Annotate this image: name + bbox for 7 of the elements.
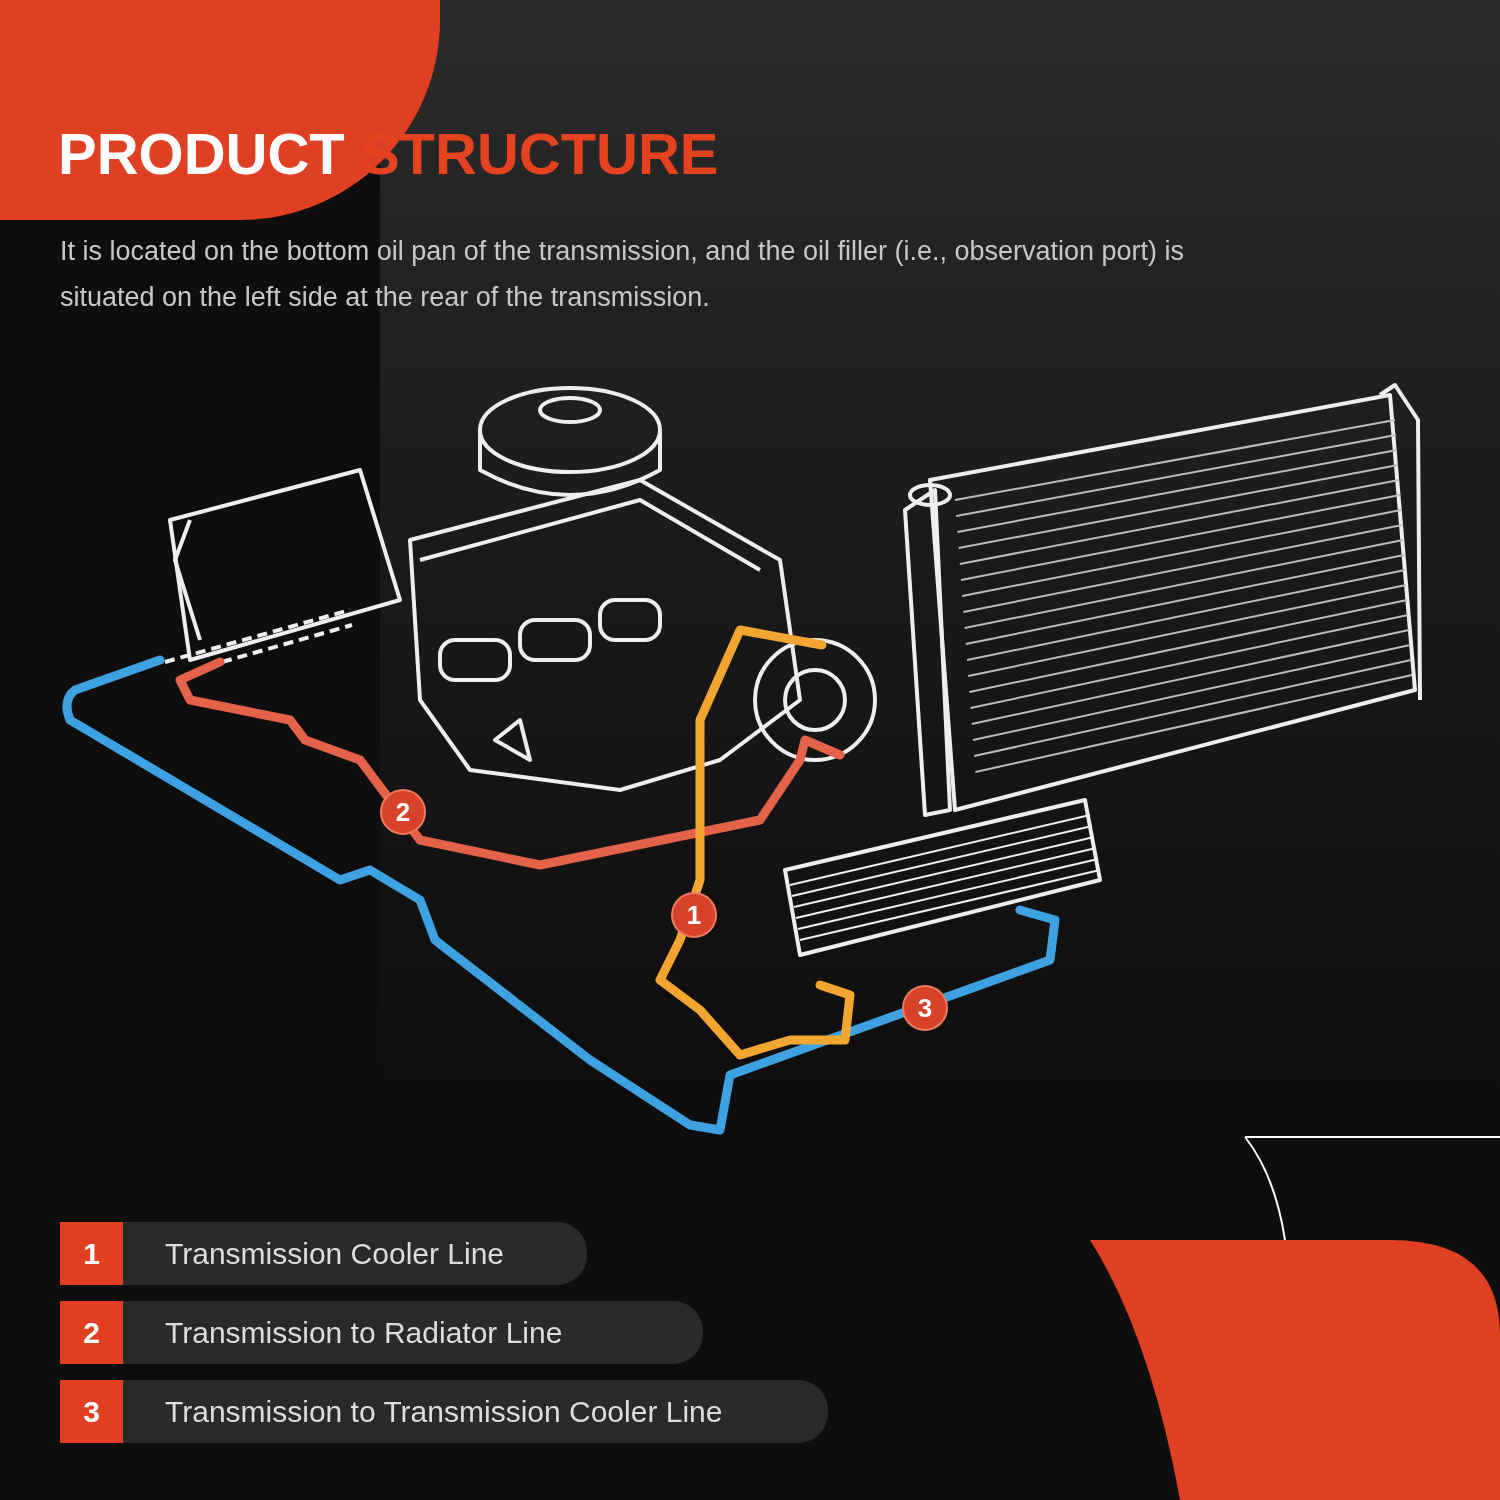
legend-text: Transmission to Radiator Line [165,1315,563,1351]
number-badge: 2 [60,1301,123,1364]
number-badge: 3 [60,1380,123,1443]
legend-text: Transmission to Transmission Cooler Line [165,1394,723,1430]
number-badge: 1 [60,1222,123,1285]
description-text: It is located on the bottom oil pan of the transmission, and the oil filler (i.e., observation port) is situated on the left side at the rear of the transmission. [60,235,1186,314]
legend-text: Transmission Cooler Line [165,1236,505,1272]
